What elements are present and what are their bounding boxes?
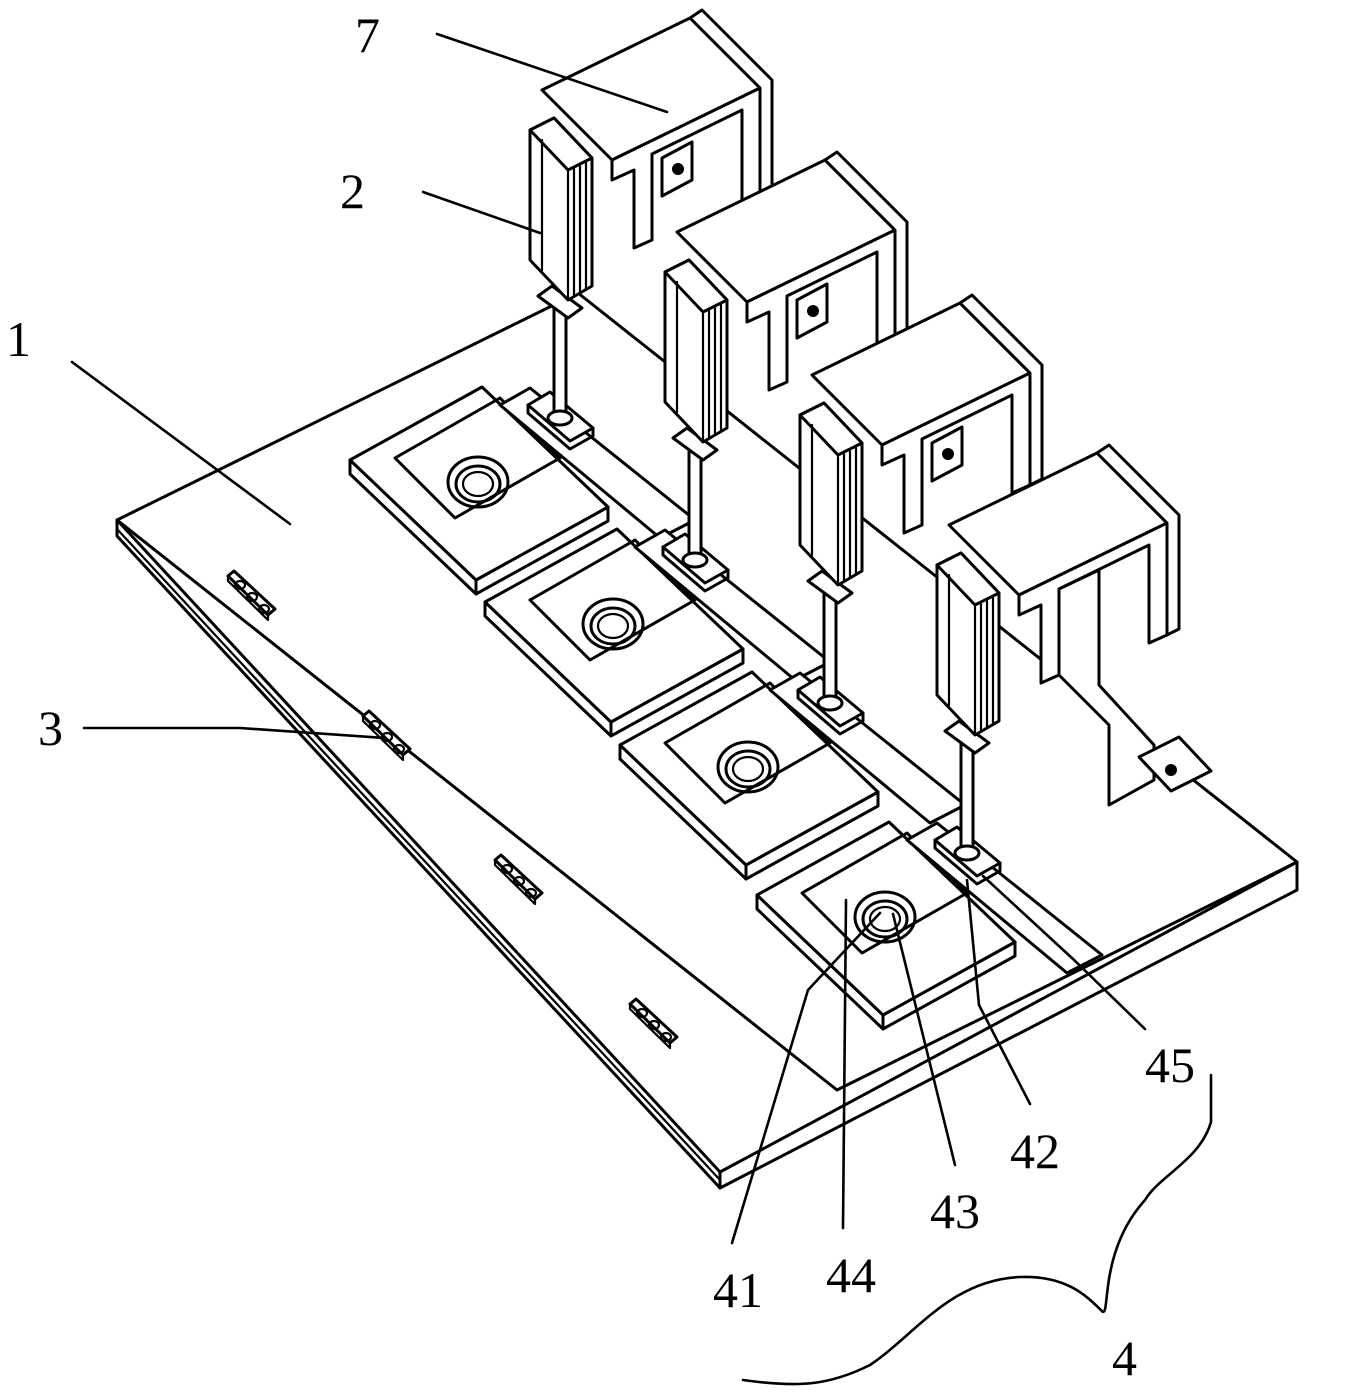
fixture-station [755,443,1213,1031]
slide-plate [905,821,1104,975]
center-boss [454,464,502,504]
center-boss [724,749,772,789]
label-41: 41 [713,1262,763,1318]
contact-block-side [526,403,595,451]
pad-window [663,681,832,805]
contact-block-side [796,688,865,736]
edge-connector [493,853,544,906]
label-43: 43 [930,1183,980,1239]
label-4: 4 [1112,1330,1137,1386]
rod-nut [816,694,844,712]
stations [348,8,1213,1031]
connector-pin [659,1031,673,1043]
edge-connector [361,709,412,762]
edge-connector [628,997,679,1050]
boss-hole [596,612,630,640]
base-plate-edge-line [115,527,722,1182]
foot-hole [1165,764,1177,776]
boss-hole [868,905,902,933]
connector-pin [257,603,271,615]
pad-top [483,527,745,724]
collar-plate [671,426,719,462]
leader-42 [965,878,1032,1106]
label-2: 2 [340,163,365,219]
pad-window [528,538,697,662]
label-44: 44 [826,1247,876,1303]
contact-block-side [661,545,730,593]
collar-plate [806,569,854,605]
boss-hole [461,470,495,498]
leader-1 [70,360,292,526]
leader-45 [981,874,1147,1031]
leader-44 [841,898,848,1230]
brace-4 [741,1073,1213,1386]
leader-3 [82,726,387,740]
fixture-station [618,293,1044,881]
reference-labels: 7 2 1 3 41 44 43 42 45 4 [6,7,1195,1386]
label-3: 3 [38,700,63,756]
pad-top [618,670,880,867]
leader-2 [421,190,542,235]
cylinder-top [935,551,1001,607]
center-boss [861,899,909,939]
label-7: 7 [355,7,380,63]
mount-hole [942,448,954,460]
ring-seat [716,740,780,794]
ring-seat [853,890,917,944]
boss-hole [731,755,765,783]
label-1: 1 [6,311,31,367]
collar-plate [943,719,991,755]
collar-plate [536,284,584,320]
connector-pin [233,579,247,591]
cylinder-top [798,401,864,457]
connector-pin [647,1019,661,1031]
fixture-station [483,150,909,738]
rod-nut [546,409,574,427]
fixture-station [348,8,774,596]
bracket-leg [1057,568,1156,807]
cylinder-top [528,116,594,172]
leader-43 [891,912,957,1167]
label-42: 42 [1010,1123,1060,1179]
connector-pin [500,863,514,875]
pad-top [755,820,1017,1017]
leader-41 [730,911,882,1245]
pad-window [393,396,562,520]
contact-block-side [933,838,1002,886]
connector-pin [368,719,382,731]
label-45: 45 [1145,1037,1195,1093]
leader-lines [70,32,1213,1386]
connector-pin [635,1007,649,1019]
edge-connector [226,569,277,622]
cylinder-top [663,258,729,314]
connector-pin [512,875,526,887]
connector-pin [392,743,406,755]
edge-connectors [226,569,679,1050]
rod-nut [681,551,709,569]
ring-seat [446,455,510,509]
mount-hole [807,305,819,317]
connector-pin [524,887,538,899]
bracket-end [1095,443,1181,637]
bracket-foot [1137,735,1213,793]
pad-top [348,385,610,582]
center-boss [589,606,637,646]
leader-7 [435,32,669,114]
connector-pin [245,591,259,603]
ring-seat [581,597,645,651]
rod-nut [953,844,981,862]
base-plate-front-edge [718,860,1299,1190]
mount-hole [672,163,684,175]
